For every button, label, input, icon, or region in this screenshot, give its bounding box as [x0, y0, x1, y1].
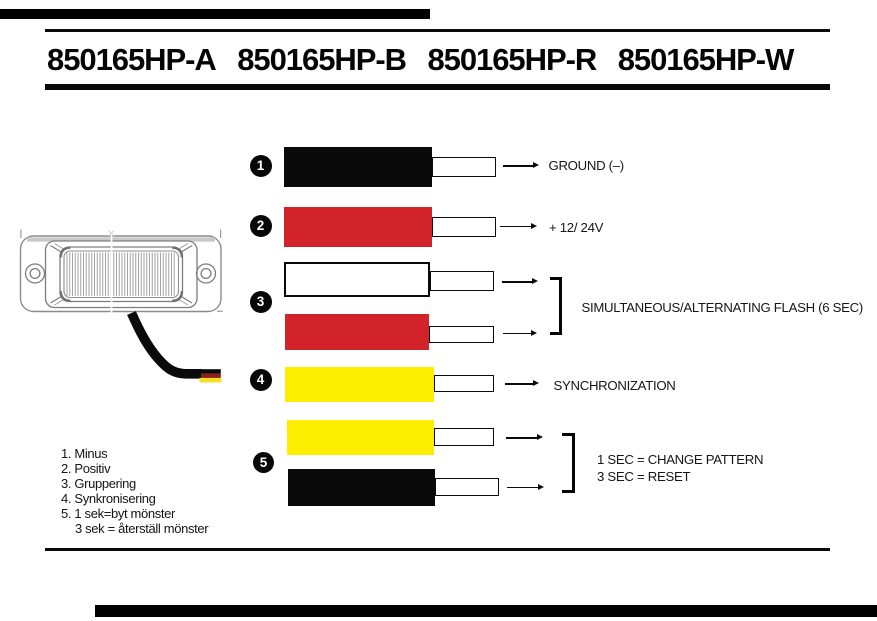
mount-hole-right: [195, 263, 217, 284]
legend-item: 4. Synkronisering: [61, 491, 156, 507]
group-bracket-5: [561, 432, 575, 494]
wire-label-5b: 3 SEC = RESET: [597, 468, 691, 484]
arrowhead-icon: [532, 162, 539, 169]
arrow-icon: [505, 437, 538, 439]
legend-item: 5. 1 sek=byt mönster: [61, 506, 176, 522]
lens-ribs: [66, 252, 175, 296]
arrow-icon: [503, 165, 533, 167]
model-number: 850165HP-A: [47, 42, 217, 77]
arrowhead-icon: [537, 434, 543, 441]
arrowhead-icon: [531, 278, 538, 285]
wire-terminal-4: [433, 375, 494, 392]
arrowhead-icon: [531, 329, 537, 336]
cable-tip-red: [201, 373, 221, 378]
centerline: [110, 235, 113, 313]
wire-label-4: SYNCHRONIZATION: [553, 378, 676, 393]
wire-1-black: [284, 146, 432, 187]
wire-terminal-1: [431, 156, 496, 177]
legend-item: 3. Gruppering: [61, 476, 136, 492]
wire-terminal-5a: [434, 428, 494, 446]
wire-3a-white: [284, 261, 430, 297]
cable-tip-yellow: [199, 377, 222, 383]
legend-item: 1. Minus: [61, 446, 108, 461]
wire-3b-red: [284, 313, 429, 350]
wire-label-3: SIMULTANEOUS/ALTERNATING FLASH (6 SEC): [581, 300, 864, 315]
wire-number-badge-2: 2: [249, 215, 272, 237]
lamp-top-band: [27, 237, 215, 242]
cable: [127, 311, 202, 379]
wire-terminal-2: [431, 217, 496, 237]
footer-rule: [45, 548, 830, 551]
mount-hole-right-inner: [200, 267, 212, 280]
cable-tip-black: [201, 369, 221, 374]
wire-number-badge-3: 3: [249, 291, 272, 313]
wire-label-1: GROUND (–): [548, 158, 625, 173]
legend-swedish: 1. Minus 2. Positiv 3. Gruppering 4. Syn…: [61, 446, 209, 537]
mount-hole-left-inner: [29, 267, 41, 280]
model-number: 850165HP-B: [237, 42, 407, 77]
model-number: 850165HP-R: [427, 42, 597, 77]
wire-4-yellow: [285, 367, 434, 402]
wire-5b-black: [287, 469, 435, 506]
wire-label-2: + 12/ 24V: [549, 219, 604, 235]
mount-hole-left: [24, 263, 46, 284]
legend-item: 2. Positiv: [61, 461, 111, 477]
wire-number-badge-5: 5: [253, 452, 274, 473]
lens-corner-wedges: [59, 246, 183, 302]
arrowhead-icon: [533, 380, 539, 387]
legend-item: 3 sek = återställ mönster: [75, 521, 209, 537]
arrow-icon: [502, 281, 532, 283]
group-bracket-3: [549, 277, 562, 336]
center-mark: [108, 230, 115, 237]
wire-number-badge-1: 1: [249, 154, 272, 177]
arrowhead-icon: [530, 222, 537, 229]
wire-label-5a: 1 SEC = CHANGE PATTERN: [597, 451, 764, 467]
top-edge-bar: [0, 8, 430, 19]
model-number: 850165HP-W: [617, 42, 795, 77]
arrow-icon: [500, 225, 531, 228]
wire-terminal-3b: [429, 325, 494, 343]
arrow-icon: [504, 383, 534, 385]
wire-2-red: [284, 207, 432, 247]
wire-terminal-5b: [435, 478, 499, 496]
bottom-edge-bar: [95, 604, 877, 617]
arrow-icon: [503, 332, 532, 335]
header-top-rule: [45, 29, 830, 32]
page-title: 850165HP-A 850165HP-B 850165HP-R 850165HP-W: [47, 42, 795, 78]
arrowhead-icon: [537, 483, 544, 490]
wire-5a-yellow: [286, 420, 434, 455]
header-bottom-rule: [45, 83, 830, 90]
wire-terminal-3a: [430, 271, 494, 291]
wire-number-badge-4: 4: [249, 369, 272, 391]
arrow-icon: [506, 486, 538, 489]
